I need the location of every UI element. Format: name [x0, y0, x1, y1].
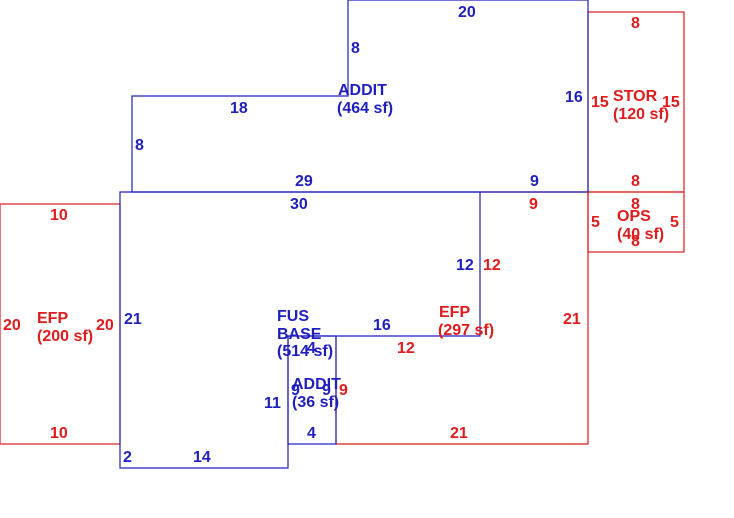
dim-label: 14 [193, 449, 211, 466]
dim-label: 5 [591, 214, 600, 231]
dim-label: 8 [351, 40, 360, 57]
stor-name: STOR [613, 88, 658, 105]
dim-label: 4 [307, 425, 316, 442]
efp-right-name: EFP [439, 304, 470, 321]
dim-label: 20 [458, 4, 476, 21]
dim-label: 21 [563, 311, 581, 328]
dim-label: 4 [307, 340, 316, 357]
addit-top-name: ADDIT [338, 82, 387, 99]
dim-label: 15 [662, 94, 680, 111]
dim-label: 12 [397, 340, 415, 357]
dim-label: 2 [123, 449, 132, 466]
dim-label: 21 [450, 425, 468, 442]
dim-label: 9 [291, 382, 300, 399]
dim-label: 30 [290, 196, 308, 213]
dim-label: 8 [631, 173, 640, 190]
dim-label: 18 [230, 100, 248, 117]
addit-top-size: (464 sf) [337, 100, 393, 117]
blue-outlines [119, 0, 589, 469]
efp-left-name: EFP [37, 310, 68, 327]
dim-label: 10 [50, 207, 68, 224]
dim-label: 12 [483, 257, 501, 274]
dim-label: 9 [530, 173, 539, 190]
fus-base-size: (514 sf) [277, 343, 333, 360]
dim-label: 21 [124, 311, 142, 328]
dim-label: 15 [591, 94, 609, 111]
red-outlines [0, 11, 685, 445]
dim-label: 8 [631, 15, 640, 32]
dim-label: 11 [264, 395, 281, 412]
dim-label: 9 [322, 382, 331, 399]
dim-label: 20 [3, 317, 21, 334]
ops-size: (40 sf) [617, 226, 664, 243]
dim-label: 10 [50, 425, 68, 442]
dim-label: 8 [135, 137, 144, 154]
fus-base-name-2: BASE [277, 326, 322, 343]
dim-label: 5 [670, 214, 679, 231]
dimension-labels: 20 8 18 8 16 29 9 8 15 15 8 8 5 5 8 10 2… [3, 4, 680, 466]
efp-left-size: (200 sf) [37, 328, 93, 345]
dim-label: 29 [295, 173, 313, 190]
fus-base-name-1: FUS [277, 308, 309, 325]
dim-label: 16 [565, 89, 583, 106]
stor-size: (120 sf) [613, 106, 669, 123]
addit-small-size: (36 sf) [292, 394, 339, 411]
dim-label: 16 [373, 317, 391, 334]
dim-label: 20 [96, 317, 114, 334]
efp-right-size: (297 sf) [438, 322, 494, 339]
dim-label: 9 [529, 196, 538, 213]
dim-label: 8 [631, 196, 640, 213]
dim-label: 8 [631, 233, 640, 250]
dim-label: 12 [456, 257, 474, 274]
addit-small-name: ADDIT [292, 376, 341, 393]
ops-name: OPS [617, 208, 651, 225]
dim-label: 9 [339, 382, 348, 399]
addit-small-outline [287, 335, 337, 445]
area-labels: ADDIT (464 sf) STOR (120 sf) OPS (40 sf)… [37, 82, 669, 411]
